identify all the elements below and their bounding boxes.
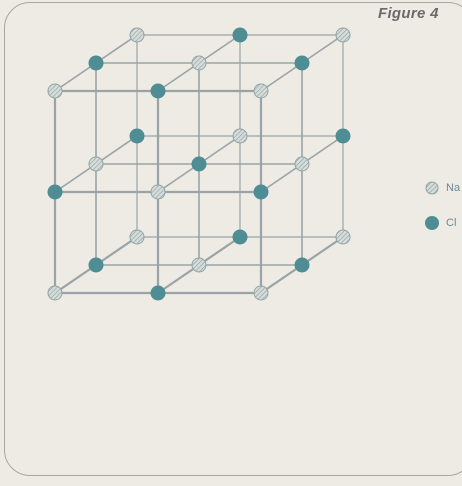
na-ion [253, 285, 269, 301]
na-ion [150, 184, 166, 200]
cl-ion [150, 285, 166, 301]
na-ion [253, 83, 269, 99]
na-ion [47, 83, 63, 99]
cl-ion [88, 257, 104, 273]
legend-na: Na [424, 180, 460, 196]
na-ion [294, 156, 310, 172]
cl-ion [129, 128, 145, 144]
cl-ion [232, 27, 248, 43]
na-ion [191, 257, 207, 273]
legend-cl-label: Cl [446, 217, 457, 229]
na-ion [191, 55, 207, 71]
na-ion [335, 229, 351, 245]
na-ion [335, 27, 351, 43]
legend-cl: Cl [424, 215, 456, 231]
cl-ion [253, 184, 269, 200]
lattice-atoms [47, 27, 351, 301]
figure-frame [4, 2, 462, 476]
na-ion [129, 229, 145, 245]
cl-ion-icon [425, 216, 439, 230]
cl-ion [294, 257, 310, 273]
na-ion [47, 285, 63, 301]
figure-label: Figure 4 [378, 5, 439, 22]
cl-ion [88, 55, 104, 71]
na-ion [88, 156, 104, 172]
legend-na-label: Na [446, 182, 461, 194]
cl-ion [294, 55, 310, 71]
na-ion-icon [425, 181, 439, 195]
na-ion [232, 128, 248, 144]
cl-ion [335, 128, 351, 144]
cl-ion [47, 184, 63, 200]
cl-ion [232, 229, 248, 245]
cl-ion [150, 83, 166, 99]
cl-ion [191, 156, 207, 172]
na-ion [129, 27, 145, 43]
